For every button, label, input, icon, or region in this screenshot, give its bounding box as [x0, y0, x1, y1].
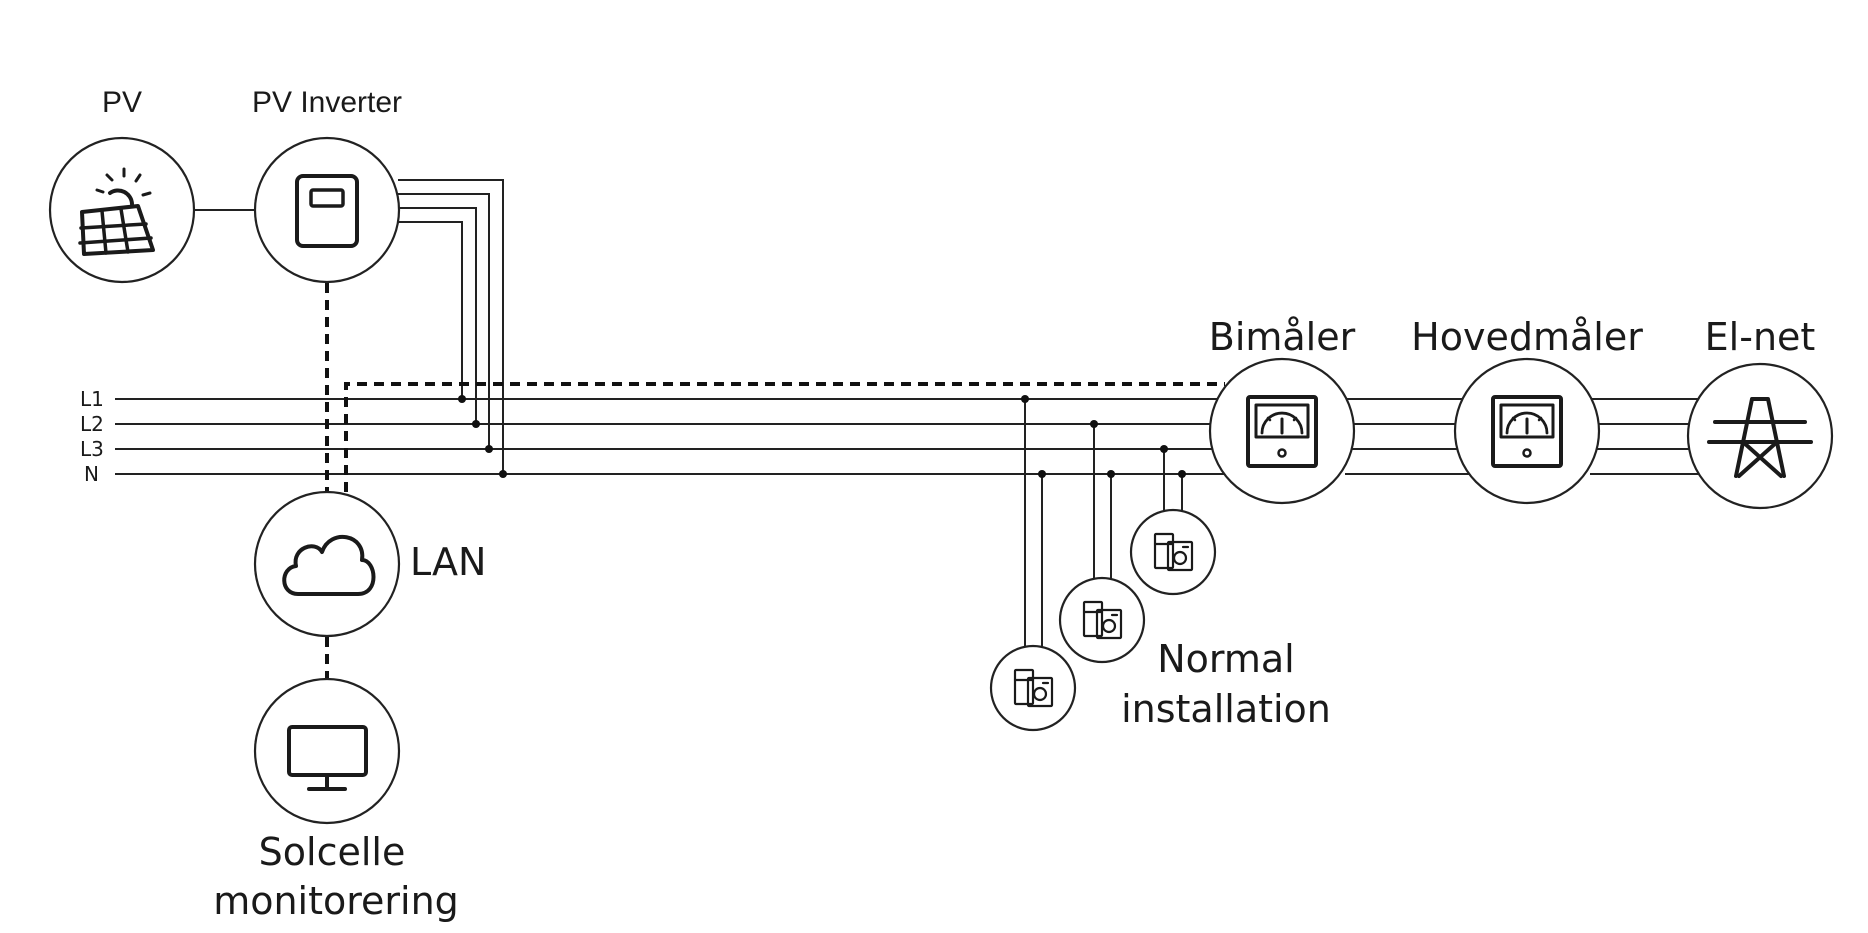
bus-label-l1: L1: [80, 387, 104, 411]
pv-inverter-label: PV Inverter: [252, 86, 402, 119]
elnet-node: [1686, 362, 1834, 510]
appliance-node-2: [1058, 576, 1146, 664]
power-pylon-icon: [1707, 397, 1813, 478]
lan-node: [253, 490, 401, 638]
monitoring-label-line2: monitorering: [213, 879, 459, 923]
pv-inverter-node: [253, 136, 401, 284]
bus-lines: [115, 398, 1225, 475]
pv-label: PV: [102, 86, 142, 119]
meter-icon: [1246, 395, 1318, 468]
normal-installation-label-line2: installation: [1121, 687, 1331, 731]
bus-label-l3: L3: [80, 437, 104, 461]
solar-panel-icon: [78, 167, 155, 256]
meter-grid-wires: [1345, 398, 1705, 475]
appliance-icon: [1013, 668, 1054, 708]
appliance-icon: [1082, 600, 1123, 640]
monitor-icon: [287, 725, 368, 791]
appliance-wires: [1024, 399, 1183, 652]
normal-installation-label-line1: Normal: [1157, 637, 1295, 681]
data-links: [325, 283, 1225, 680]
inverter-output-wires: [398, 179, 504, 474]
bus-labels: L1 L2 L3 N: [80, 387, 104, 486]
junction-dots: [458, 395, 1186, 478]
bimaler-node: [1208, 357, 1356, 505]
inverter-icon: [295, 174, 359, 248]
lan-bimaler-link: [344, 382, 1225, 492]
bimaler-label: Bimåler: [1209, 315, 1356, 359]
appliance-icon: [1153, 532, 1194, 572]
pv-node: [48, 136, 196, 284]
monitoring-node: [253, 677, 401, 825]
meter-icon: [1491, 395, 1563, 468]
hovedmaler-label: Hovedmåler: [1411, 315, 1643, 359]
bus-label-n: N: [84, 462, 99, 486]
appliance-node-3: [1129, 508, 1217, 596]
monitoring-label-line1: Solcelle: [259, 830, 406, 874]
elnet-label: El-net: [1705, 315, 1816, 359]
lan-label: LAN: [410, 540, 486, 584]
bus-label-l2: L2: [80, 412, 104, 436]
appliance-node-1: [989, 644, 1077, 732]
hovedmaler-node: [1453, 357, 1601, 505]
cloud-icon: [282, 534, 376, 596]
